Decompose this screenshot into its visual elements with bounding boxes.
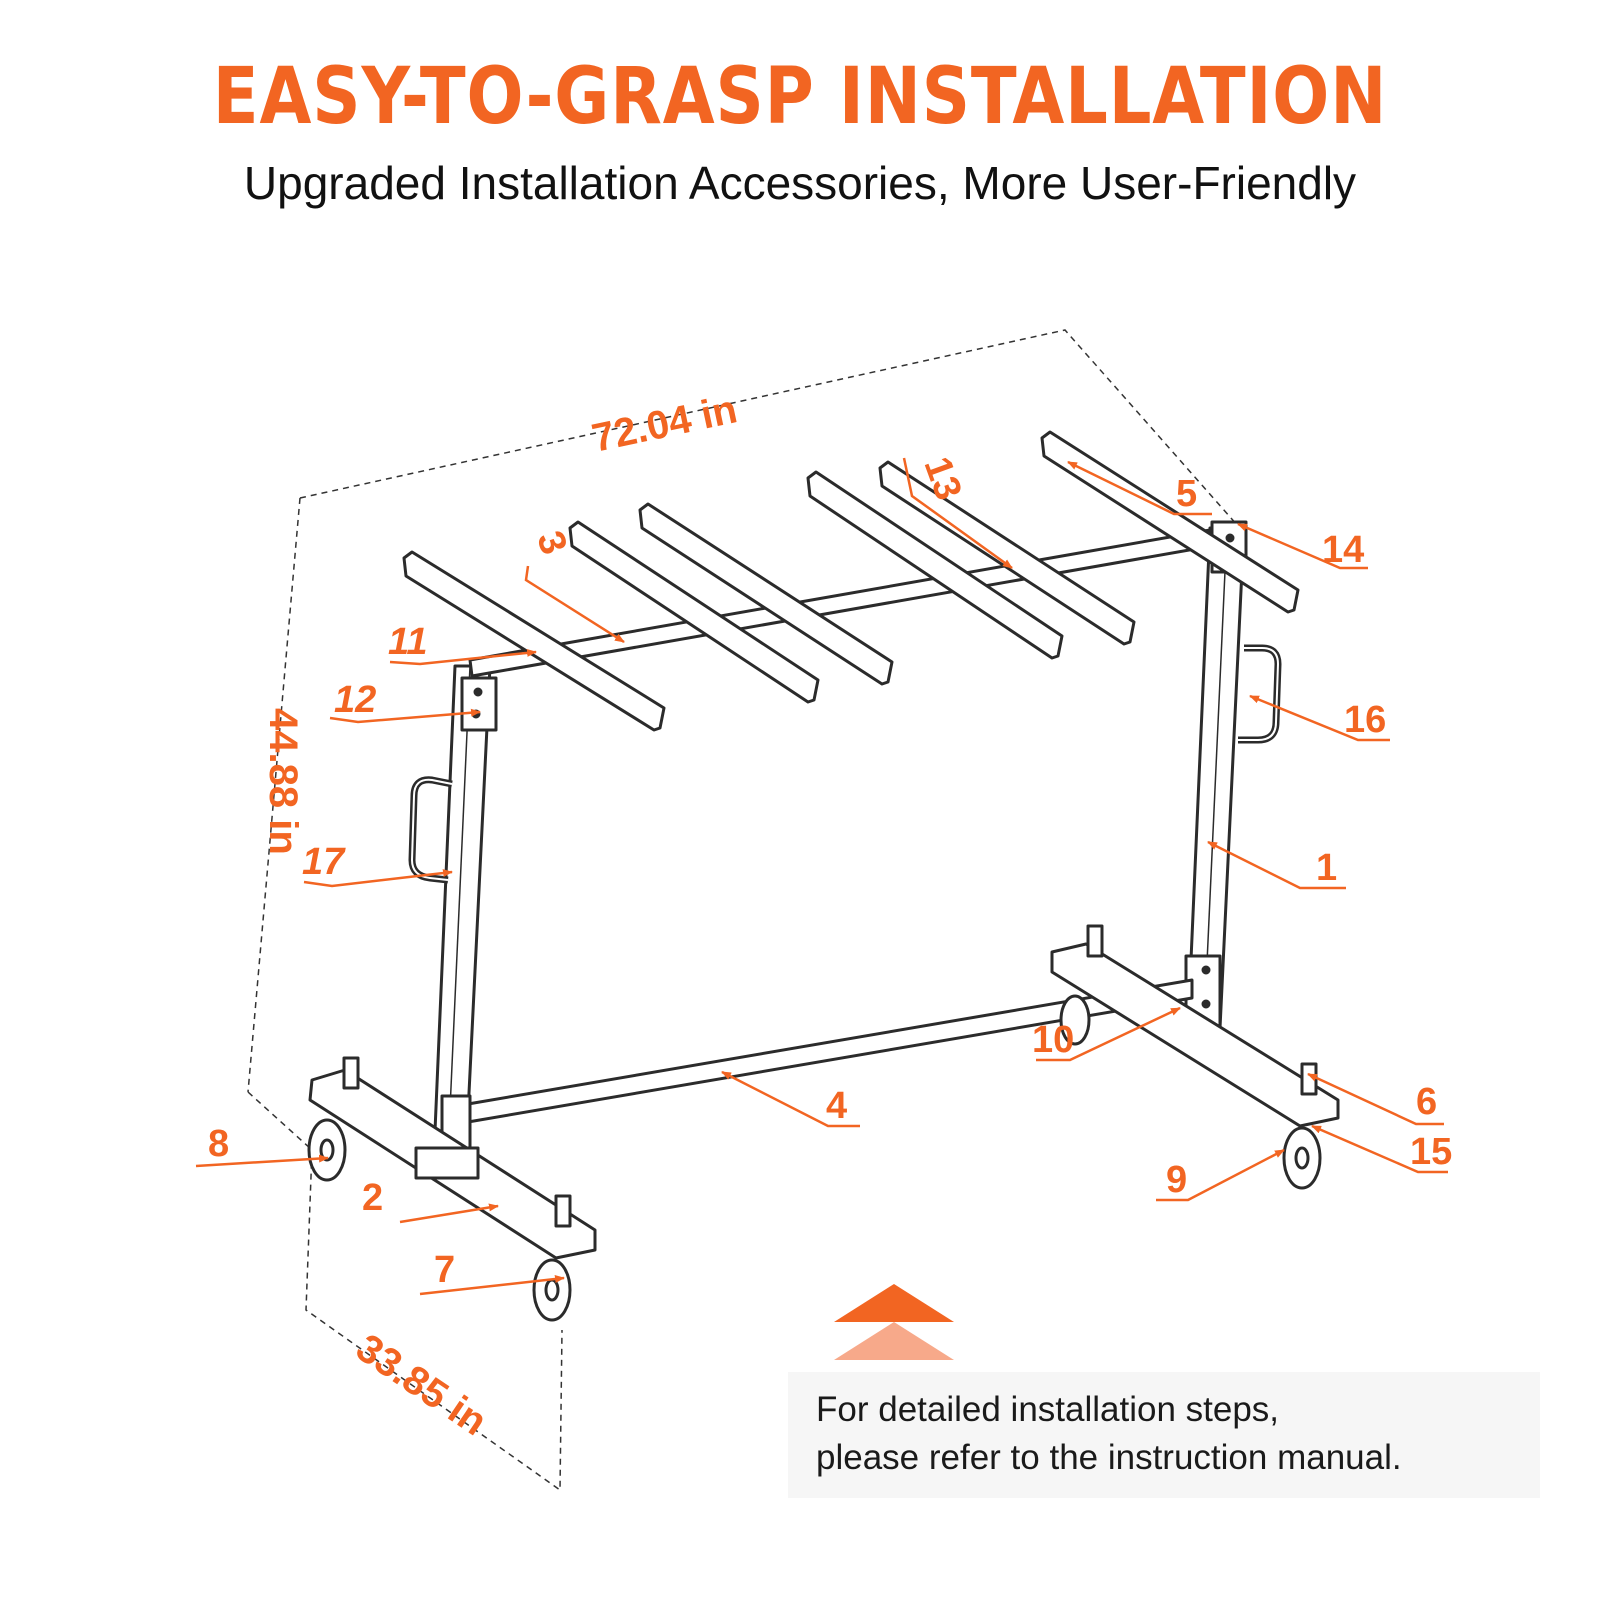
part-label-5: 5 [1176, 473, 1197, 515]
dimension-height: 44.88 in [261, 708, 305, 855]
part-label-16: 16 [1344, 699, 1386, 741]
dimension-length: 72.04 in [588, 387, 741, 461]
part-label-3: 3 [528, 526, 575, 560]
dimension-depth: 33.85 in [348, 1326, 494, 1445]
part-label-1: 1 [1316, 847, 1337, 889]
page-title: EASY-TO-GRASP INSTALLATION [212, 52, 1388, 142]
part-label-8: 8 [208, 1123, 229, 1165]
leader-lines [195, 457, 1448, 1296]
installation-note-line-2: please refer to the instruction manual. [816, 1438, 1402, 1477]
part-number-labels: 1 2 3 4 5 6 7 8 9 10 11 12 13 14 15 16 1… [208, 452, 1452, 1291]
part-label-12: 12 [334, 679, 376, 721]
part-label-2: 2 [362, 1177, 383, 1219]
cross-arms [402, 430, 1300, 732]
part-label-10: 10 [1032, 1019, 1074, 1061]
part-label-11: 11 [388, 621, 427, 663]
dimension-guides [247, 329, 1239, 1492]
installation-note-box: For detailed installation steps, please … [788, 1372, 1540, 1498]
part-label-7: 7 [434, 1249, 455, 1291]
page-subtitle: Upgraded Installation Accessories, More … [243, 157, 1357, 209]
part-label-9: 9 [1166, 1159, 1187, 1201]
rack-frame [307, 430, 1340, 1322]
chevron-up-icon [834, 1284, 954, 1360]
installation-note: For detailed installation steps, please … [816, 1386, 1536, 1482]
part-label-15: 15 [1410, 1131, 1452, 1173]
part-label-17: 17 [302, 841, 346, 883]
installation-note-line-1: For detailed installation steps, [816, 1390, 1280, 1429]
part-label-4: 4 [826, 1085, 847, 1127]
part-label-6: 6 [1416, 1081, 1437, 1123]
part-label-14: 14 [1322, 529, 1364, 571]
